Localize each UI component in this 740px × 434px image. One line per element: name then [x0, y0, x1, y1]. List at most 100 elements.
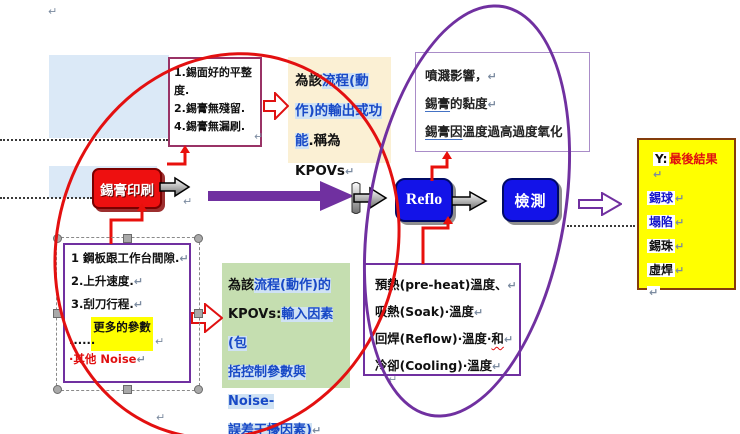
result-item: 錫球↵: [647, 189, 726, 206]
connector-temp-to-reflow-icon[interactable]: [417, 214, 457, 265]
splash-text: 噴濺影響，: [425, 68, 488, 83]
paragraph-mark: ↵: [254, 130, 264, 143]
kpov-definition-note[interactable]: 為該流程(動 作)的輸出或功 能.稱為 KPOVs↵: [288, 57, 391, 179]
splash-text-underlined: 錫膏: [425, 96, 451, 111]
other-noise-text: ·其他 Noise: [69, 352, 137, 366]
temp-line: 吸熱(Soak)·溫度↵: [375, 299, 509, 326]
dotted-connector: [567, 225, 635, 227]
dotted-rule-top: [0, 139, 168, 141]
selection-handle-ne[interactable]: [194, 234, 203, 243]
kpov-text: .稱為 KPOVs: [295, 133, 345, 179]
more-params-text: 更多的參數: [93, 320, 151, 334]
kpiv-text: 為該: [228, 278, 255, 293]
input-line: 1 鋼板跟工作台間隙.↵: [71, 250, 189, 266]
reflow-noise-box[interactable]: 噴濺影響，↵ 錫膏的黏度↵ 錫膏因溫度過高過度氧化: [415, 52, 590, 152]
paragraph-mark: ↵: [48, 5, 58, 18]
paragraph-mark: ↵: [344, 165, 355, 178]
output-line: 4.錫膏無漏刷.: [174, 120, 246, 133]
output-characteristics-box[interactable]: 1.錫面好的平整度. 2.錫膏無殘留. 4.錫膏無漏刷.: [168, 57, 262, 147]
temp-text: 吸熱(Soak)·溫度: [375, 305, 474, 319]
kpiv-text-highlight: 誤差干擾因素): [228, 423, 312, 434]
paragraph-mark: ↵: [492, 360, 502, 373]
selection-handle-e[interactable]: [194, 309, 203, 318]
selection-handle-se[interactable]: [194, 385, 203, 394]
paragraph-mark: ↵: [503, 333, 514, 346]
selection-handle-w[interactable]: [53, 309, 62, 318]
output-line: 1.錫面好的平整度.: [174, 66, 252, 97]
splash-line: 錫膏因溫度過高過度氧化: [425, 118, 580, 145]
reflow-step[interactable]: Reflo: [395, 178, 453, 222]
temp-text: 預熱(pre-heat)溫度、: [375, 278, 508, 292]
paragraph-mark: ↵: [653, 168, 663, 181]
flow-arrow-icon[interactable]: [452, 190, 488, 212]
splash-text-underlined: 錫膏因: [425, 124, 463, 139]
result-item: 錫珠↵: [647, 237, 726, 254]
temp-text: 冷卻(Cooling)·溫度: [375, 359, 493, 373]
splash-line: 錫膏的黏度↵: [425, 90, 580, 118]
paragraph-mark: ↵: [487, 98, 497, 111]
result-title: Y:最後結果↵: [653, 150, 726, 181]
input-ellipsis: ......: [69, 333, 96, 347]
flow-arrow-through-icon[interactable]: [346, 182, 394, 214]
selection-handle-nw[interactable]: [53, 234, 62, 243]
paragraph-mark: ↵: [675, 216, 685, 229]
kpov-note-line: 能.稱為 KPOVs↵: [295, 126, 384, 187]
paragraph-mark: ↵: [133, 275, 143, 288]
paragraph-mark: ↵: [647, 286, 661, 299]
temperature-profile-box[interactable]: 預熱(pre-heat)溫度、↵ 吸熱(Soak)·溫度↵ 回焊(Reflow)…: [363, 263, 521, 376]
dotted-rule-bottom: [0, 197, 92, 199]
kpov-text-highlight: 流程(動: [322, 73, 369, 89]
more-params-highlight: 更多的參數: [91, 317, 153, 351]
input-parameters-box[interactable]: 1 鋼板跟工作台間隙.↵ 2.上升速度.↵ 3.刮刀行程.↵ 更多的參數 ↵ .…: [63, 243, 191, 383]
flow-arrow-icon[interactable]: [159, 176, 191, 198]
splash-text: 的黏度: [450, 96, 488, 111]
result-arrow-icon[interactable]: [578, 192, 622, 216]
kpiv-line: 括控制參數與 Noise-: [228, 358, 344, 416]
kpov-text-highlight: 能: [295, 133, 309, 149]
paragraph-mark: ↵: [136, 353, 146, 366]
selection-handle-s[interactable]: [123, 385, 132, 394]
paragraph-mark: ↵: [311, 424, 322, 434]
other-noise-line: ·其他 Noise↵: [69, 351, 146, 367]
output-note-arrow-icon[interactable]: [263, 92, 289, 120]
paragraph-mark: ↵: [156, 411, 166, 424]
kpiv-definition-note[interactable]: 為該流程(動作)的 KPOVs:輸入因素(包 括控制參數與 Noise- 誤差干…: [222, 263, 350, 434]
paragraph-mark: ↵: [179, 252, 189, 265]
selection-handle-sw[interactable]: [53, 385, 62, 394]
main-flow-arrow-icon[interactable]: [208, 181, 354, 211]
splash-text: 溫度過高過度氧化: [462, 124, 563, 139]
input-text: 1 鋼板跟工作台間隙.: [71, 251, 180, 265]
kpiv-text: KPOVs:: [228, 307, 282, 322]
paragraph-mark: ↵: [487, 70, 497, 83]
final-result-box[interactable]: Y:最後結果↵ 錫球↵ 塌陷↵ 錫珠↵ 虛焊↵ ↵: [637, 138, 736, 299]
paragraph-mark: ↵: [507, 279, 517, 292]
kpov-note-line: 為該流程(動: [295, 66, 384, 96]
kpiv-text-highlight: 括控制參數與 Noise-: [228, 365, 307, 409]
input-note-arrow-icon[interactable]: [191, 303, 223, 333]
inspect-step[interactable]: 檢測: [502, 178, 559, 222]
kpov-text-highlight: 作)的輸出或功: [295, 103, 383, 119]
connector-reflow-to-splash-icon[interactable]: [426, 149, 454, 182]
kpiv-line: 誤差干擾因素)↵: [228, 416, 344, 434]
result-item-text: 錫珠: [647, 239, 676, 253]
connector-print-to-output-icon[interactable]: [164, 144, 192, 166]
temp-line: 回焊(Reflow)·溫度·和↵: [375, 326, 513, 353]
input-text: 2.上升速度.: [71, 274, 134, 288]
kpiv-line: KPOVs:輸入因素(包: [228, 300, 344, 358]
result-title-text: 最後結果: [669, 152, 718, 166]
splash-line: 噴濺影響，↵: [425, 62, 580, 90]
output-line: 2.錫膏無殘留.: [174, 102, 246, 115]
placeholder-rect-top: [49, 55, 169, 138]
connector-input-to-print-icon[interactable]: [104, 201, 148, 245]
kpov-note-line: 作)的輸出或功: [295, 96, 384, 126]
input-line: 2.上升速度.↵: [71, 273, 143, 289]
result-trailing-mark: ↵: [647, 285, 726, 299]
input-line: 3.刮刀行程.↵: [71, 296, 143, 312]
paragraph-mark: ↵: [388, 373, 398, 386]
temp-text-spellcheck: 和: [491, 332, 504, 346]
result-item: 塌陷↵: [647, 213, 726, 230]
paragraph-mark: ↵: [675, 240, 685, 253]
temp-line: 預熱(pre-heat)溫度、↵: [375, 272, 517, 299]
selection-handle-n[interactable]: [123, 234, 132, 243]
